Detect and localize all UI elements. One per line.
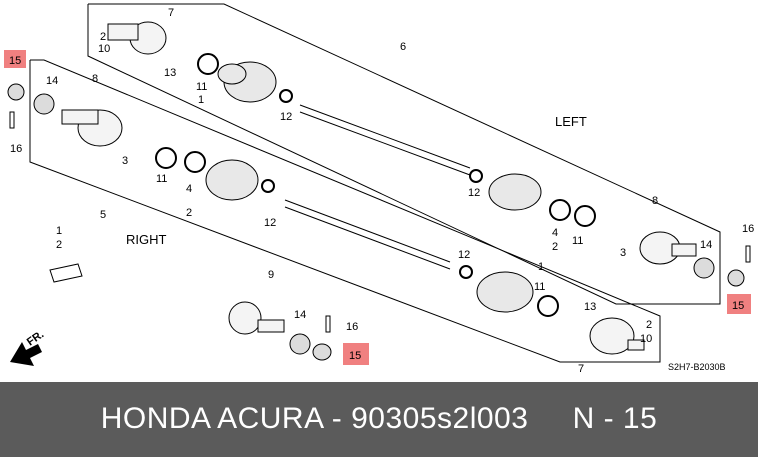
right-inboard-boot [205,159,259,201]
highlight-15-right [727,294,751,314]
callout-7-b: 7 [578,363,584,375]
cotter-pin-16-right [745,245,751,263]
label-left: LEFT [555,114,587,129]
callout-10-a: 10 [98,43,110,55]
band-12-b [261,179,275,193]
callout-4-a: 4 [186,183,192,195]
callout-16-lower: 16 [346,321,358,333]
bracket-part-1 [49,263,83,283]
left-inboard-boot [488,173,542,211]
outboard-joint-assembly [228,301,285,335]
callout-12-c: 12 [468,187,480,199]
parts-diagram: 15 15 15 16 16 16 14 14 14 7 7 8 8 9 6 5… [4,3,754,375]
callout-11-d: 11 [534,281,545,293]
callout-9: 9 [268,269,274,281]
left-inboard-joint [639,231,697,265]
callout-16-left: 16 [10,143,22,155]
diagram-code: S2H7-B2030B [668,362,726,372]
right-outboard-joint [589,317,645,355]
oil-seal-14-b [693,257,715,279]
callout-12-a: 12 [280,111,292,123]
callout-2-e: 2 [646,319,652,331]
band-11-b [155,147,177,169]
footer-banner: HONDA ACURA - 90305s2l003 N - 15 [0,382,758,457]
left-outboard-joint [107,21,167,55]
callout-8-a: 8 [92,73,98,85]
cotter-pin-16-left [9,111,15,129]
callout-11-b: 11 [156,173,167,185]
callout-1-b: 1 [198,94,204,106]
callout-14-a: 14 [46,75,58,87]
band-11-d [537,295,559,317]
oil-seal-14-c [289,333,311,355]
callout-16-right: 16 [742,223,754,235]
callout-14-b: 14 [700,239,712,251]
callout-13-a: 13 [164,67,176,79]
callout-5: 5 [100,209,106,221]
band-11-a [197,53,219,75]
callout-13-b: 13 [584,301,596,313]
right-outboard-boot [476,271,534,313]
band-11-c [574,205,596,227]
right-inboard-joint [61,109,123,147]
highlight-15-left [4,50,26,68]
footer-caption: HONDA ACURA - 90305s2l003 N - 15 [100,402,658,435]
left-assembly-outline [87,3,721,305]
callout-14-c: 14 [294,309,306,321]
callout-2-c: 2 [186,207,192,219]
callout-11-c: 11 [572,235,583,247]
left-half-shaft [299,104,471,176]
right-assembly-outline [29,59,661,363]
nut-15-lower [312,343,332,361]
callout-2-d: 2 [552,241,558,253]
highlight-boxes [4,50,751,365]
callout-15-lower: 15 [349,350,361,362]
callout-1-c: 1 [538,261,544,273]
band-4-b [549,199,571,221]
svg-text:FR.: FR. [25,328,46,348]
highlight-15-lower [343,343,369,365]
callout-6: 6 [400,41,406,53]
callout-7-a: 7 [168,7,174,19]
band-4-a [184,151,206,173]
label-right: RIGHT [126,232,167,247]
right-half-shaft [284,199,451,270]
band-12-d [459,265,473,279]
callout-4-b: 4 [552,227,558,239]
driveshaft-exploded-view: 15 15 15 16 16 16 14 14 14 7 7 8 8 9 6 5… [4,3,754,375]
callout-11-a: 11 [196,81,207,93]
band-12-c [469,169,483,183]
callout-8-b: 8 [652,195,658,207]
nut-15-left [7,83,25,101]
oil-seal-14-a [33,93,55,115]
callout-3-a: 3 [122,155,128,167]
callout-10-b: 10 [640,333,652,345]
nut-15-right [727,269,745,287]
callout-1-a: 1 [56,225,62,237]
callout-15-left: 15 [9,55,21,67]
left-outboard-boot [217,61,277,103]
band-12-a [279,89,293,103]
callout-2-b: 2 [100,31,106,43]
front-arrow-icon: FR. [10,328,46,366]
cotter-pin-16-lower [325,315,331,333]
callout-12-b: 12 [264,217,276,229]
callout-15-right: 15 [732,300,744,312]
callout-2-a: 2 [56,239,62,251]
callout-12-d: 12 [458,249,470,261]
callout-3-b: 3 [620,247,626,259]
